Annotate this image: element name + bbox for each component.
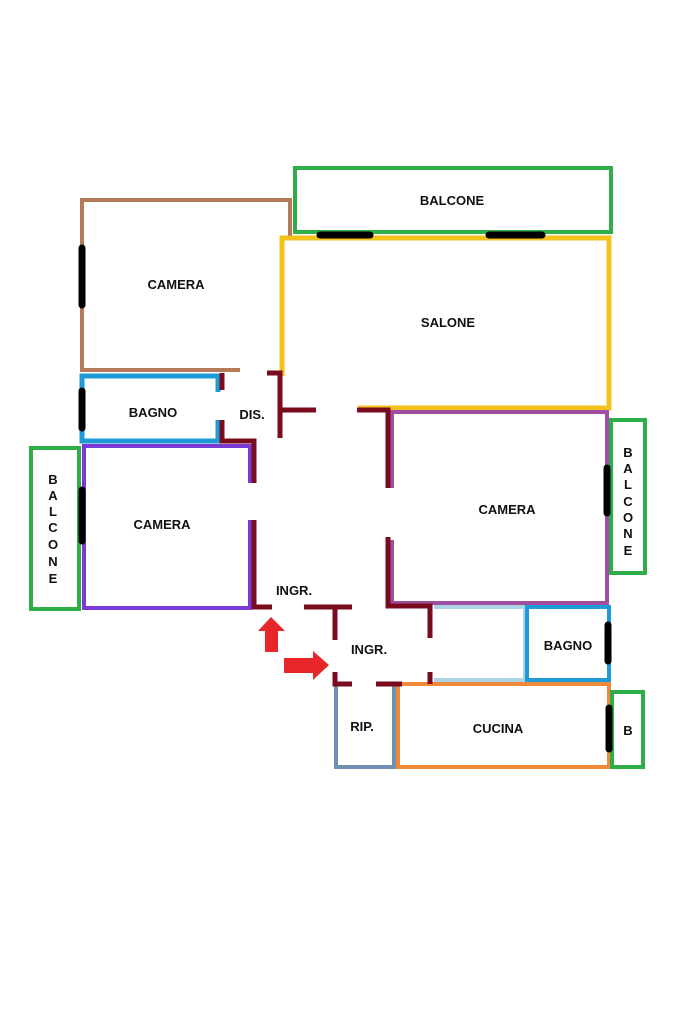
- label-balcone-right: B A L C O N E: [623, 445, 633, 558]
- camera-top-left-outline: [80, 198, 292, 372]
- balcone-right-outline: [609, 418, 647, 575]
- letter: C: [48, 520, 58, 535]
- letter: A: [623, 461, 633, 476]
- disimpegno-outline: [434, 605, 527, 682]
- salone-outline: [279, 235, 612, 411]
- label-camera-left: CAMERA: [133, 517, 191, 532]
- label-dis: DIS.: [239, 407, 264, 422]
- entrance-arrow-up-icon: [258, 617, 285, 652]
- label-ingr-2: INGR.: [351, 642, 387, 657]
- letter: O: [623, 510, 633, 525]
- letter: O: [48, 537, 58, 552]
- label-camera-top-left: CAMERA: [147, 277, 205, 292]
- label-salone: SALONE: [421, 315, 476, 330]
- letter: A: [48, 488, 58, 503]
- letter: L: [49, 504, 57, 519]
- letter: B: [48, 472, 57, 487]
- letter: N: [48, 554, 57, 569]
- label-balcone-small: B: [623, 723, 632, 738]
- label-bagno-right: BAGNO: [544, 638, 592, 653]
- letter: C: [623, 494, 633, 509]
- label-ingr-1: INGR.: [276, 583, 312, 598]
- label-bagno-left: BAGNO: [129, 405, 177, 420]
- balcone-top-outline: [293, 166, 613, 234]
- entrance-arrow-right-icon: [284, 651, 329, 680]
- letter: N: [623, 526, 632, 541]
- label-rip: RIP.: [350, 719, 374, 734]
- letter: E: [624, 543, 633, 558]
- label-cucina: CUCINA: [473, 721, 524, 736]
- letter: L: [624, 477, 632, 492]
- label-balcone-left: B A L C O N E: [48, 472, 58, 586]
- interior-walls: [219, 370, 433, 687]
- letter: B: [623, 445, 632, 460]
- label-balcone-top: BALCONE: [420, 193, 485, 208]
- label-camera-right: CAMERA: [478, 502, 536, 517]
- windows: [78, 231, 613, 753]
- letter: E: [49, 571, 58, 586]
